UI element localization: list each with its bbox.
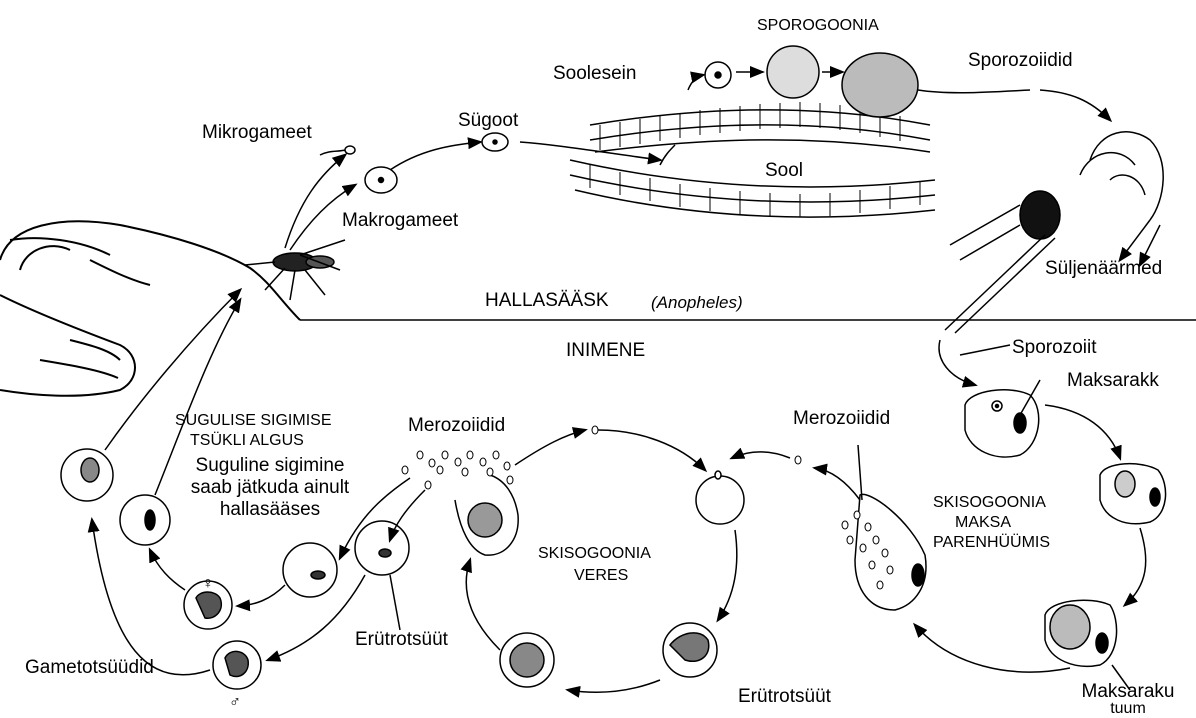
merozoites-right-label: Merozoiidid bbox=[793, 408, 890, 429]
sporozoite-label: Sporozoiit bbox=[1012, 337, 1097, 358]
sporogony-label: SPOROGOONIA bbox=[757, 15, 879, 36]
liver-nucleus-label-line-1: Maksaraku bbox=[1068, 681, 1188, 702]
sexual-note-line-1: Suguline sigimine bbox=[165, 455, 375, 476]
mosquito-illustration bbox=[245, 240, 345, 300]
liver-nucleus-label-line-2: tuum bbox=[1068, 701, 1188, 717]
blood-schizogony-line-2: VERES bbox=[574, 565, 628, 586]
female-symbol: ♀ bbox=[202, 573, 214, 594]
erythrocyte-label-mid: Erütrotsüüt bbox=[355, 629, 448, 650]
sporozoite-arrow bbox=[939, 340, 1010, 385]
liver-schizogony-line-1: SKISOGOONIA bbox=[933, 492, 1046, 513]
salivary-glands-label: Süljenäärmed bbox=[1045, 258, 1162, 279]
salivary-gland-illustration bbox=[945, 132, 1163, 333]
microgamete-label: Mikrogameet bbox=[202, 122, 312, 143]
sexual-note-line-2: saab jätkuda ainult bbox=[165, 477, 375, 498]
merozoites-left-label: Merozoiidid bbox=[408, 415, 505, 436]
blood-schizogony-line-1: SKISOGOONIA bbox=[538, 543, 651, 564]
sexual-cycle-start-line-1: SUGULISE SIGIMISE bbox=[175, 410, 331, 431]
gut-label: Sool bbox=[765, 160, 803, 181]
sporozoites-label: Sporozoiidid bbox=[968, 50, 1073, 71]
liver-cell-label: Maksarakk bbox=[1067, 370, 1159, 391]
macrogamete-label: Makrogameet bbox=[342, 210, 458, 231]
zygote-label: Sügoot bbox=[458, 110, 518, 131]
hand-illustration bbox=[0, 221, 300, 395]
sexual-note-line-3: hallasääses bbox=[165, 499, 375, 520]
gut-wall-label: Soolesein bbox=[553, 63, 636, 84]
sexual-cycle-start-line-2: TSÜKLI ALGUS bbox=[190, 430, 304, 451]
erythrocyte-label-bottom: Erütrotsüüt bbox=[738, 686, 831, 707]
mosquito-host-label: HALLASÄÄSK bbox=[485, 290, 609, 311]
gametocytes-label: Gametotsüüdid bbox=[25, 657, 154, 678]
male-symbol: ♂ bbox=[229, 692, 241, 713]
liver-schizogony-line-2: MAKSA bbox=[955, 512, 1011, 533]
anopheles-label: (Anopheles) bbox=[651, 292, 743, 313]
human-host-label: INIMENE bbox=[566, 340, 645, 361]
liver-schizogony-line-3: PARENHÜÜMIS bbox=[933, 532, 1050, 553]
